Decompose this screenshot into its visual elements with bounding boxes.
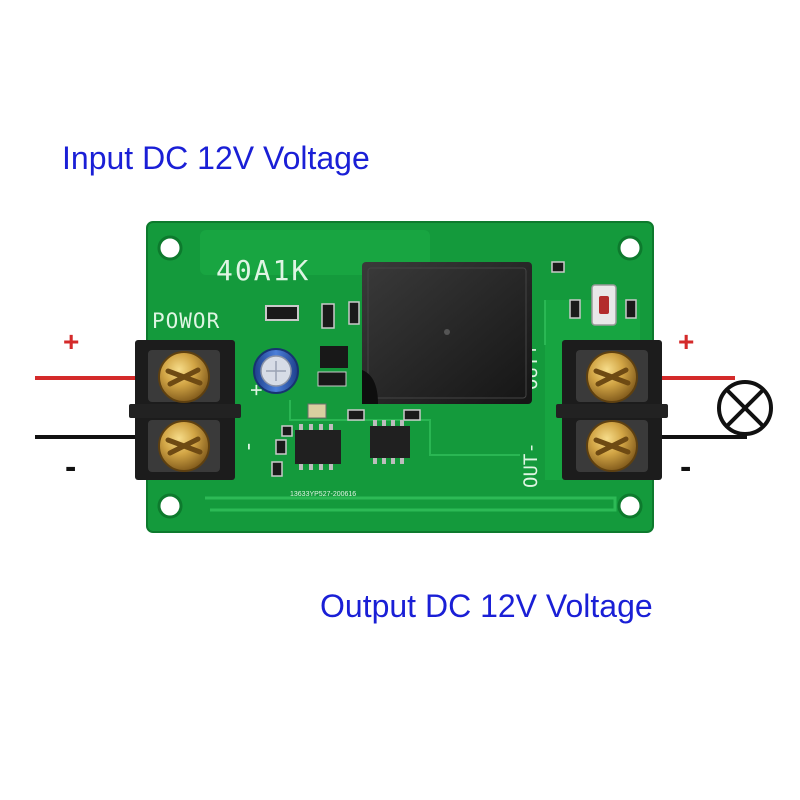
lamp-icon [717,380,773,436]
relay-icon [362,262,532,404]
input-plus-sign: + [63,326,80,357]
input-minus-silk: - [237,440,262,453]
screw-terminal-icon [148,350,220,403]
mount-hole [617,493,643,519]
input-voltage-caption: Input DC 12V Voltage [62,140,370,176]
serial-label: 13633YP527-200616 [290,491,356,498]
capacitor-icon [253,348,299,394]
output-voltage-caption: Output DC 12V Voltage [320,588,653,624]
mount-hole [157,493,183,519]
input-wires [35,376,150,439]
mount-hole [157,235,183,261]
screw-terminal-icon [576,420,648,472]
chip-icon [370,420,410,464]
smd-resistor [265,305,299,321]
mount-hole [617,235,643,261]
output-minus-sign: - [680,448,692,486]
screw-terminal-icon [576,350,648,403]
out-minus-label: OUT- [520,442,542,488]
transistor [320,346,348,368]
tact-switch [591,284,617,326]
model-label: 40A1K [216,254,310,287]
power-label: POWOR [152,309,220,333]
input-minus-sign: - [65,448,77,486]
output-terminal-block [556,340,668,480]
chip-icon [295,424,341,470]
input-terminal-block [129,340,241,480]
output-plus-sign: + [678,326,695,357]
screw-terminal-icon [148,420,220,472]
